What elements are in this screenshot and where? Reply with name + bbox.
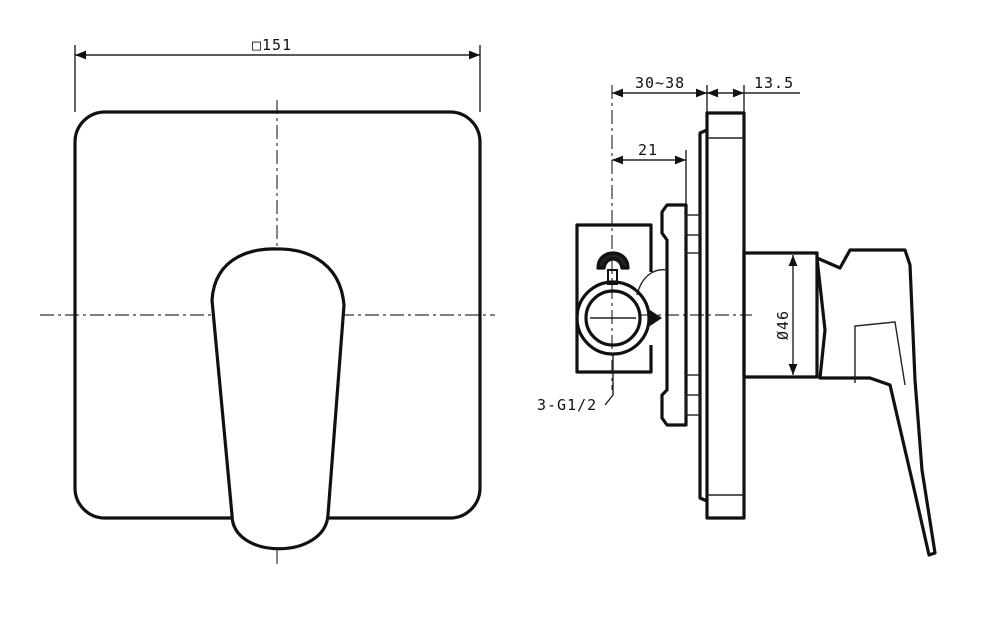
lever-handle-outline xyxy=(210,247,346,551)
handle-inner-contour xyxy=(854,321,906,386)
body-contour xyxy=(636,268,668,296)
plate-thickness-label: 13.5 xyxy=(754,74,794,92)
rear-seal xyxy=(698,128,708,503)
body-offset-label: 21 xyxy=(638,141,658,159)
connection-label: 3-G1/2 xyxy=(537,396,597,414)
stem-housing xyxy=(742,251,819,379)
outlet-stem xyxy=(607,269,618,285)
mounting-flange xyxy=(660,203,688,427)
connection-leader xyxy=(604,354,614,406)
spacer xyxy=(685,214,701,236)
valve-body-box xyxy=(575,223,653,374)
spacer xyxy=(685,394,701,416)
front-view: □151 xyxy=(40,36,495,565)
shower-outlet-icon xyxy=(596,251,630,270)
side-view: 30~38 13.5 21 3-G1/2 Ø46 xyxy=(537,74,937,557)
lever-handle-side xyxy=(815,248,937,557)
depth-range-label: 30~38 xyxy=(635,74,685,92)
width-dimension-label: □151 xyxy=(252,36,292,54)
inlet-connection-inner xyxy=(584,289,642,347)
flow-arrow-icon xyxy=(650,310,662,326)
stem-diameter-label: Ø46 xyxy=(774,310,792,340)
